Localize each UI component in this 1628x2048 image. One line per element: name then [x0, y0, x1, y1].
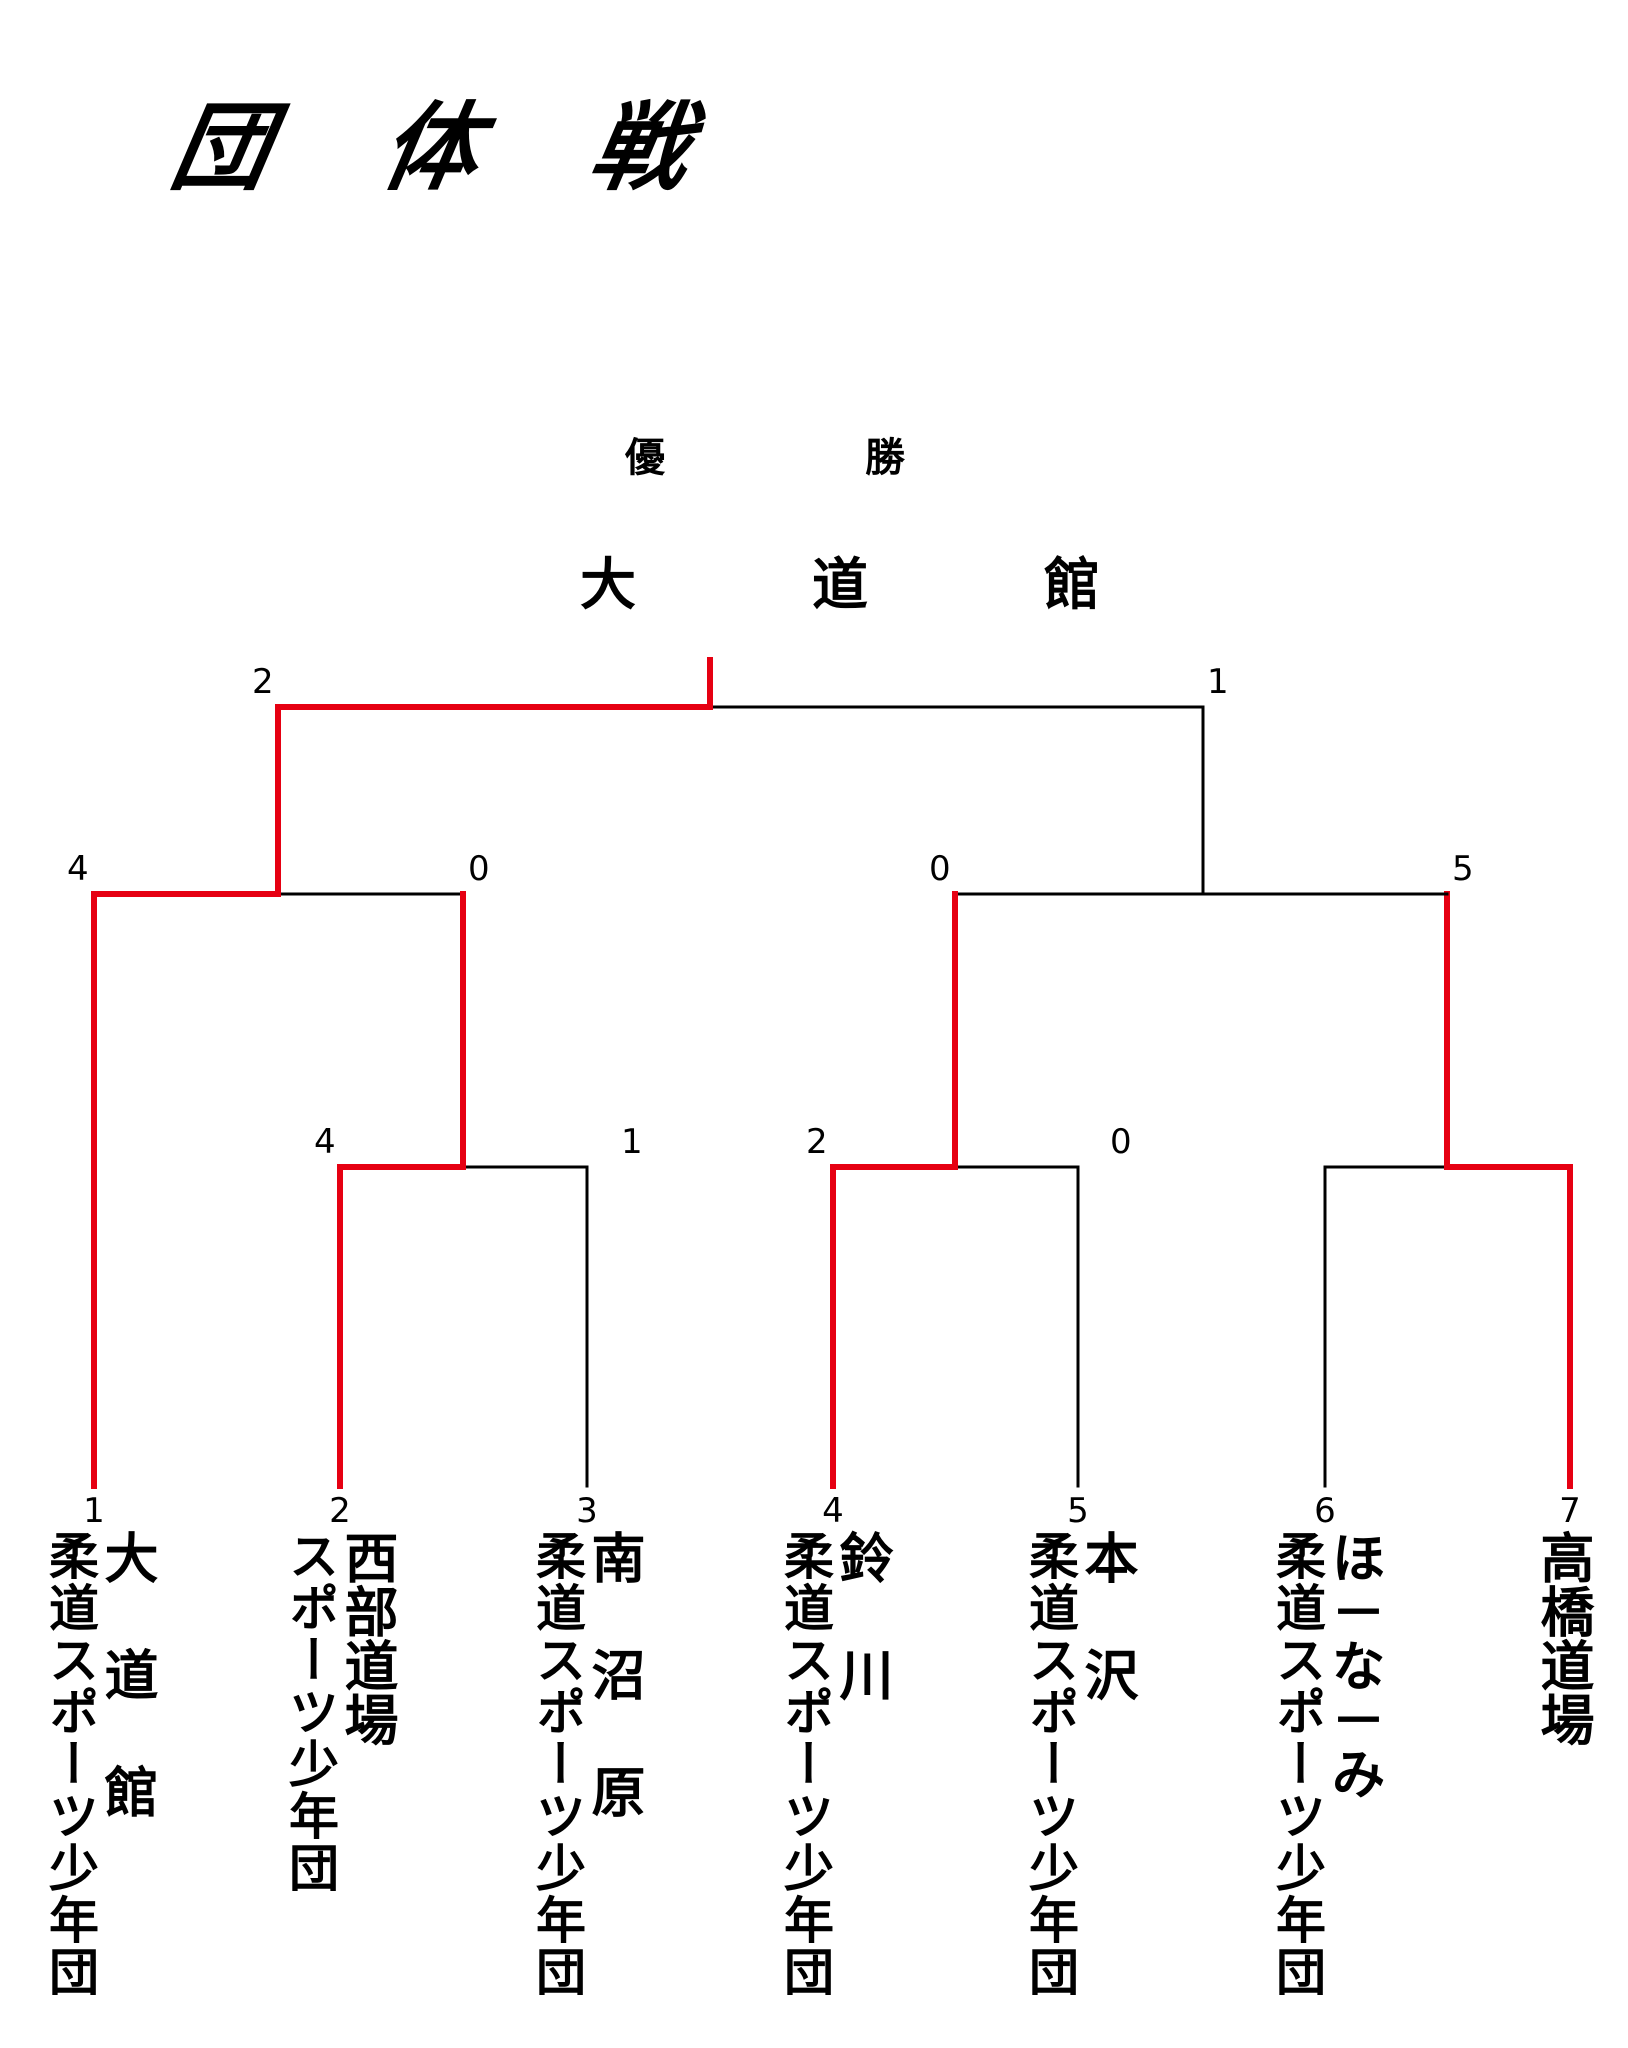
- team-6-sub: 柔道スポーツ少年団: [1268, 1530, 1326, 1998]
- seed-7: 7: [1559, 1491, 1581, 1531]
- team-7: 高橋道場: [1531, 1530, 1594, 1746]
- team-2-sub: スポーツ少年団: [281, 1530, 339, 1894]
- score-r1m2-left: 2: [806, 1122, 828, 1162]
- team-1-sub: 柔道スポーツ少年団: [41, 1530, 99, 1998]
- seed-3: 3: [576, 1491, 598, 1531]
- team-4-sub: 柔道スポーツ少年団: [776, 1530, 834, 1998]
- team-3: 南 沼 原 柔道スポーツ少年団: [528, 1530, 645, 1998]
- seed-5: 5: [1067, 1491, 1089, 1531]
- bracket-lines-red: [91, 657, 1573, 1489]
- team-4-name: 鈴 川: [830, 1530, 893, 1701]
- bracket-lines-black: [276, 705, 1449, 1488]
- score-r2m1-right: 0: [468, 849, 490, 889]
- seed-1: 1: [83, 1491, 105, 1531]
- team-2-name: 西部道場: [335, 1530, 398, 1746]
- score-final-right: 1: [1207, 662, 1229, 702]
- champion-name: 大 道 館: [580, 553, 1160, 618]
- seed-6: 6: [1314, 1491, 1336, 1531]
- team-7-name: 高橋道場: [1531, 1530, 1594, 1746]
- seed-4: 4: [822, 1491, 844, 1531]
- team-1-name: 大 道 館: [95, 1530, 158, 1818]
- team-6: ほ－な－み 柔道スポーツ少年団: [1268, 1530, 1385, 1998]
- team-3-name: 南 沼 原: [582, 1530, 645, 1818]
- seed-2: 2: [329, 1491, 351, 1531]
- score-r2m2-right: 5: [1452, 849, 1474, 889]
- team-2: 西部道場 スポーツ少年団: [281, 1530, 398, 1894]
- score-final-left: 2: [252, 662, 274, 702]
- team-5-name: 本 沢: [1075, 1530, 1138, 1701]
- score-r2m1-left: 4: [67, 849, 89, 889]
- score-r1m2-right: 0: [1110, 1122, 1132, 1162]
- score-r2m2-left: 0: [929, 849, 951, 889]
- team-1: 大 道 館 柔道スポーツ少年団: [41, 1530, 158, 1998]
- team-5: 本 沢 柔道スポーツ少年団: [1021, 1530, 1138, 1998]
- team-3-sub: 柔道スポーツ少年団: [528, 1530, 586, 1998]
- team-4: 鈴 川 柔道スポーツ少年団: [776, 1530, 893, 1998]
- score-r1m1-right: 1: [621, 1122, 643, 1162]
- champion-label: 優 勝: [625, 435, 985, 481]
- team-5-sub: 柔道スポーツ少年団: [1021, 1530, 1079, 1998]
- team-6-name: ほ－な－み: [1322, 1530, 1385, 1800]
- score-r1m1-left: 4: [314, 1122, 336, 1162]
